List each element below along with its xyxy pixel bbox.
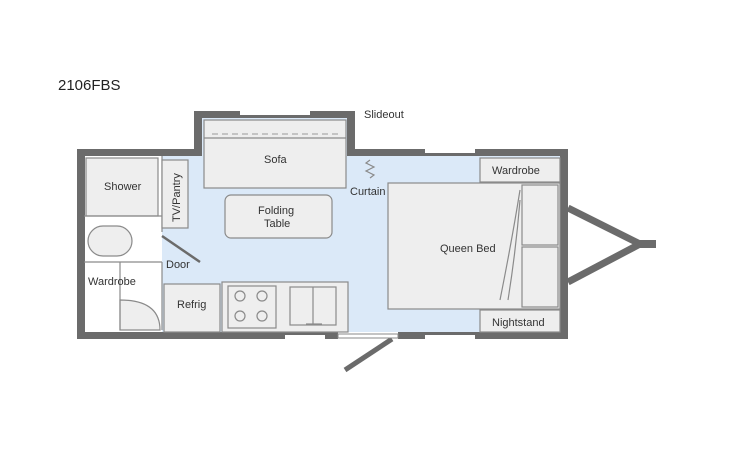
curtain-icon xyxy=(364,159,376,179)
tv-pantry-label: TV/Pantry xyxy=(171,173,183,222)
wardrobe-rear-label: Wardrobe xyxy=(88,276,136,288)
curtain-label: Curtain xyxy=(350,186,385,198)
queen-bed xyxy=(387,182,561,310)
tv-pantry xyxy=(161,159,189,229)
door-label: Door xyxy=(166,259,190,271)
folding-table xyxy=(224,194,333,239)
folding-table-label-1: Folding xyxy=(258,205,294,217)
folding-table-label-2: Table xyxy=(264,218,290,230)
nightstand xyxy=(479,309,561,333)
kitchen xyxy=(163,281,349,333)
shower-label: Shower xyxy=(104,181,142,193)
bathroom xyxy=(84,156,163,331)
slideout-label: Slideout xyxy=(364,109,404,121)
entry-door xyxy=(337,333,399,373)
wardrobe-front-label: Wardrobe xyxy=(492,165,540,177)
sofa-label: Sofa xyxy=(264,154,288,166)
refrig-label: Refrig xyxy=(177,299,206,311)
hitch xyxy=(566,204,656,286)
sofa xyxy=(203,119,347,189)
bath-door xyxy=(161,234,201,264)
wardrobe-front xyxy=(479,157,561,183)
nightstand-label: Nightstand xyxy=(492,317,545,329)
model-number: 2106FBS xyxy=(58,77,121,94)
queen-bed-label: Queen Bed xyxy=(440,243,496,255)
